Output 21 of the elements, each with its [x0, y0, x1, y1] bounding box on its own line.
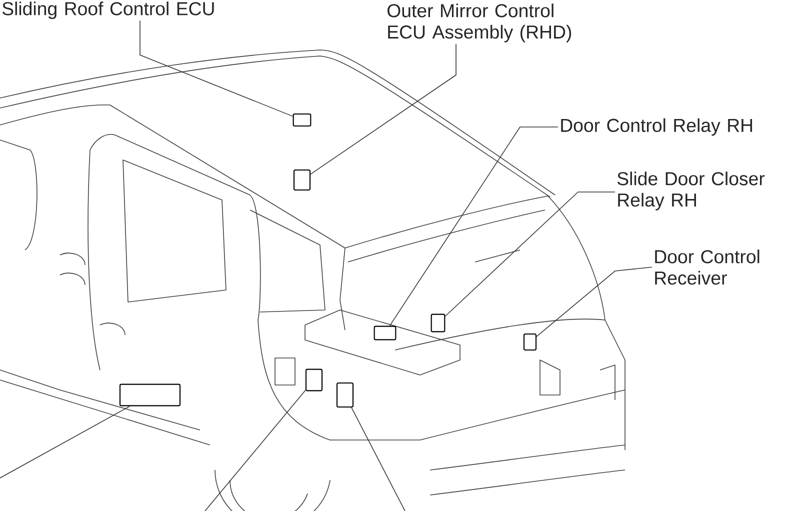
leader-line: [444, 192, 616, 317]
part-drawing: [305, 368, 323, 392]
part-drawing: [523, 333, 537, 351]
part-label: Door Control Relay RH: [561, 118, 752, 136]
part-drawing: [430, 314, 446, 332]
part-drawing: [293, 169, 311, 191]
part-label: Sliding Roof Control ECU: [2, 2, 214, 19]
leader-line: [310, 44, 456, 175]
leader-line: [389, 126, 558, 326]
part-drawing: [336, 382, 354, 408]
leader-line: [0, 406, 130, 478]
part-drawing: [292, 113, 312, 127]
part-drawing: [374, 326, 396, 340]
part-label: Door Control Receiver: [655, 250, 760, 285]
part-label: Slide Door Closer Relay RH: [617, 172, 765, 210]
leader-line: [536, 266, 652, 337]
leader-line: [204, 390, 306, 511]
part-drawing: [119, 384, 181, 406]
part-label: Outer Mirror Control ECU Assembly (RHD): [387, 4, 572, 42]
leader-line: [351, 407, 406, 511]
leader-line: [140, 20, 294, 117]
